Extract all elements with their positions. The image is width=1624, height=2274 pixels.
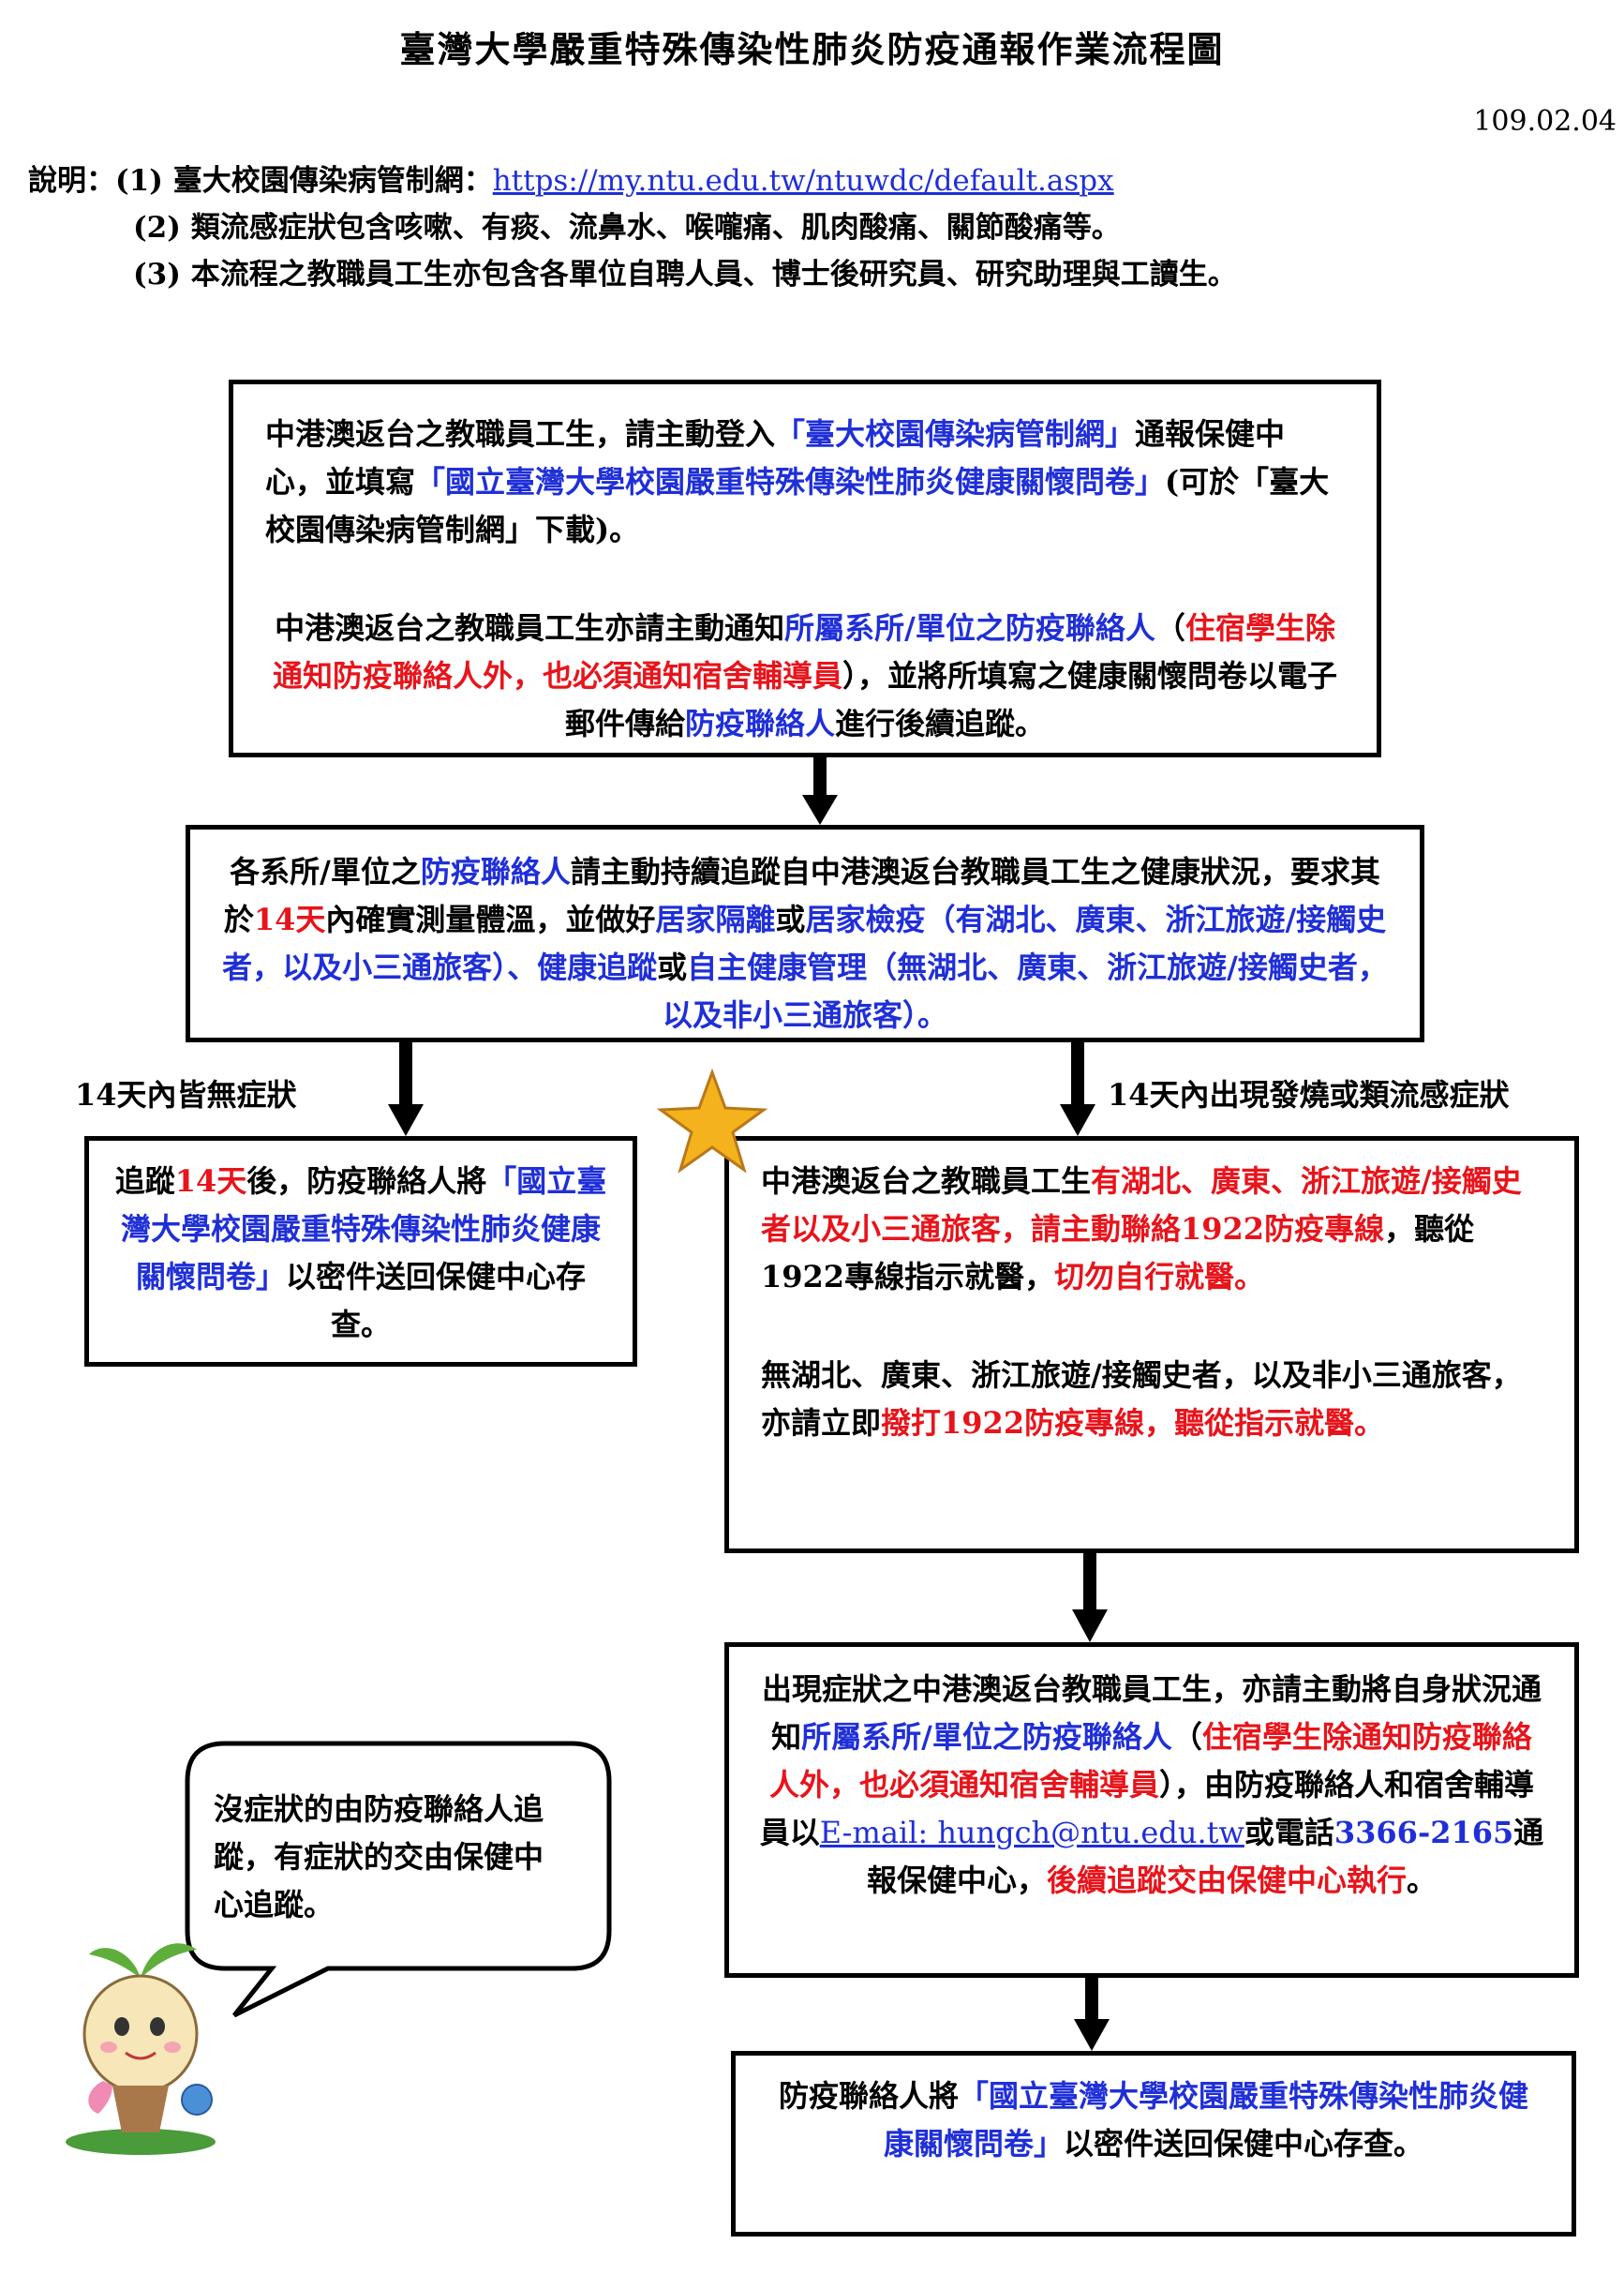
arrow-to-box3 [1072,1553,1108,1642]
notes-section: 說明：(1) 臺大校園傳染病管制網：https://my.ntu.edu.tw/… [28,157,1237,298]
note-2: (2) 類流感症狀包含咳嗽、有痰、流鼻水、喉嚨痛、肌肉酸痛、關節酸痛等。 [133,211,1121,245]
symptom-report-box: 出現症狀之中港澳返台教職員工生，亦請主動將自身狀況通知所屬系所/單位之防疫聯絡人… [724,1642,1579,1978]
health-network-link[interactable]: https://my.ntu.edu.tw/ntuwdc/default.asp… [492,164,1114,198]
notes-prefix: 說明： [28,164,115,198]
symptom-paragraph-2: 無湖北、廣東、浙江旅遊/接觸史者，以及非小三通旅客，亦請立即撥打1922防疫專線… [761,1357,1522,1441]
note-3: (3) 本流程之教職員工生亦包含各單位自聘人員、博士後研究員、研究助理與工讀生。 [133,258,1237,292]
label-symptoms: 14天內出現發燒或類流感症狀 [1108,1077,1510,1113]
document-date: 109.02.04 [1473,105,1617,138]
symptom-paragraph-1: 中港澳返台之教職員工生有湖北、廣東、浙江旅遊/接觸史者以及小三通旅客，請主動聯絡… [761,1163,1522,1294]
speech-bubble-text: 沒症狀的由防疫聯絡人追蹤，有症狀的交由保健中心追蹤。 [214,1791,544,1922]
speech-bubble-shape [185,1741,612,2018]
star-icon [656,1069,768,1174]
final-box: 防疫聯絡人將「國立臺灣大學校園嚴重特殊傳染性肺炎健康關懷問卷」以密件送回保健中心… [731,2051,1576,2237]
arrow-to-left-box [388,1042,424,1136]
step-report-paragraph-2: 中港澳返台之教職員工生亦請主動通知所屬系所/單位之防疫聯絡人（住宿學生除通知防疫… [272,610,1338,741]
arrow-to-right-box [1060,1042,1095,1136]
arrow-to-box4 [1074,1978,1110,2051]
step-report-box: 中港澳返台之教職員工生，請主動登入「臺大校園傳染病管制網」通報保健中心，並填寫「… [229,380,1381,757]
step-report-paragraph-1: 中港澳返台之教職員工生，請主動登入「臺大校園傳染病管制網」通報保健中心，並填寫「… [265,416,1330,547]
sprout-mascot-icon [66,1943,216,2155]
step-tracking-box: 各系所/單位之防疫聯絡人請主動持續追蹤自中港澳返台教職員工生之健康狀況，要求其於… [186,825,1424,1042]
note-1: 說明：(1) 臺大校園傳染病管制網：https://my.ntu.edu.tw/… [28,164,1114,198]
symptom-box: 中港澳返台之教職員工生有湖北、廣東、浙江旅遊/接觸史者以及小三通旅客，請主動聯絡… [724,1136,1579,1553]
health-center-email-link[interactable]: E-mail: hungch@ntu.edu.tw [819,1815,1244,1850]
label-no-symptoms: 14天內皆無症狀 [75,1077,297,1113]
arrow-box1-to-box2 [802,757,838,825]
no-symptom-box: 追蹤14天後，防疫聯絡人將「國立臺灣大學校園嚴重特殊傳染性肺炎健康關懷問卷」以密… [84,1136,637,1367]
page-title: 臺灣大學嚴重特殊傳染性肺炎防疫通報作業流程圖 [399,28,1225,70]
